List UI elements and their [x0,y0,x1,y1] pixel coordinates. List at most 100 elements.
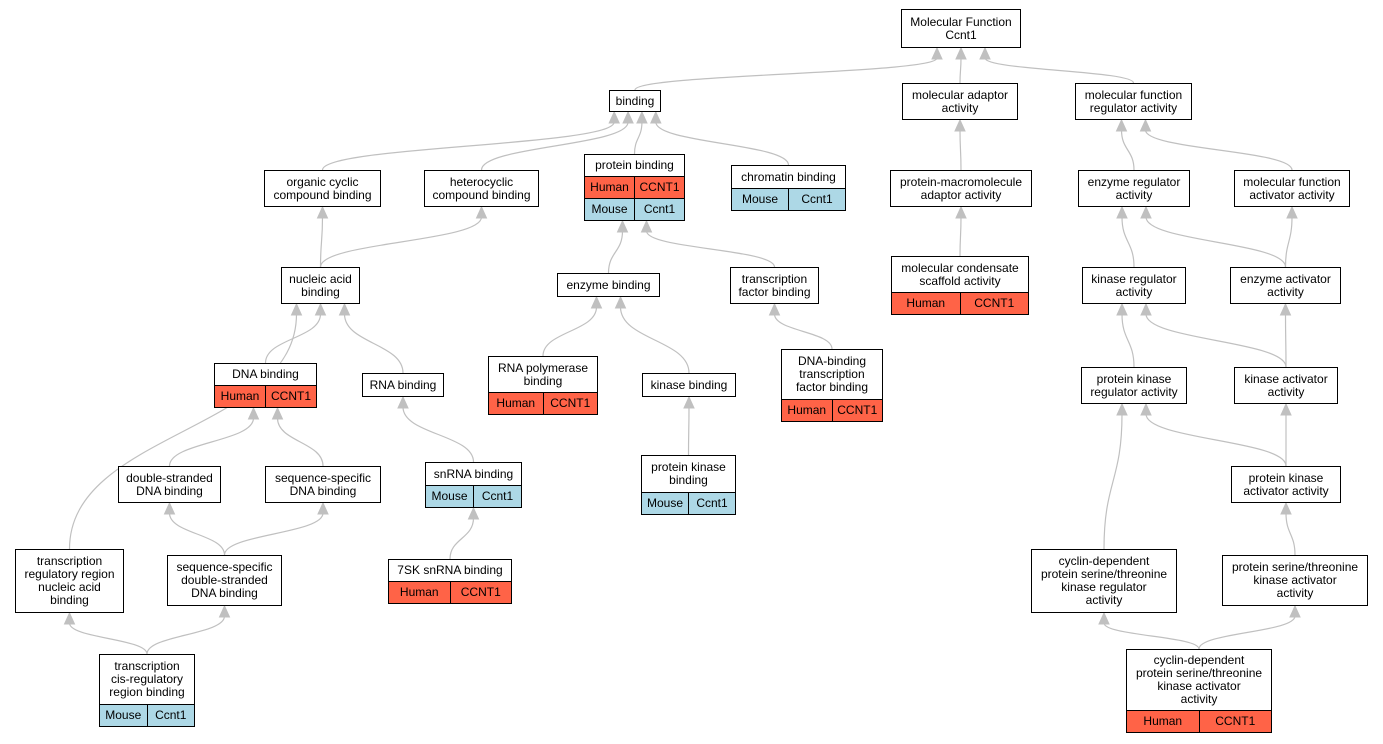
go-term-mf-reg[interactable]: molecular function regulator activity [1075,83,1192,120]
edge-arrowhead [614,295,627,309]
gene-cell: CCNT1 [550,396,591,410]
edge-arrowhead [397,395,409,409]
go-term-ss-dna[interactable]: sequence-specific DNA binding [265,466,381,503]
go-term-kinase-reg[interactable]: kinase regulator activity [1082,267,1186,304]
go-term-heterocyclic[interactable]: heterocyclic compound binding [424,170,539,207]
species-cell: Mouse [585,199,635,220]
edge-ss_dna-to-dna_binding [276,417,324,467]
edge-arrowhead [590,295,603,309]
edge-ds_dna-to-dna_binding [168,417,255,467]
go-term-label: 7SK snRNA binding [397,563,503,577]
go-term-label: Molecular Function Ccnt1 [910,14,1012,42]
edge-pk_binding-to-kinase_binding [687,406,690,456]
go-term-dbtf[interactable]: DNA-binding transcription factor binding… [781,349,883,422]
annotation-row-human: Human CCNT1 [489,392,597,414]
edge-arrowhead [475,205,488,219]
go-term-kinase-act[interactable]: kinase activator activity [1234,367,1338,404]
go-term-enzyme-binding[interactable]: enzyme binding [557,273,660,297]
go-term-ps-kin-act[interactable]: protein serine/threonine kinase activato… [1222,555,1368,606]
edge-arrowhead [636,110,648,124]
go-term-enz-act[interactable]: enzyme activator activity [1230,267,1341,304]
go-term-nucleic[interactable]: nucleic acid binding [281,267,360,304]
go-term-pk-reg[interactable]: protein kinase regulator activity [1081,367,1187,404]
gene-cell: Ccnt1 [643,202,676,216]
go-term-enz-reg[interactable]: enzyme regulator activity [1078,170,1190,207]
go-term-ssds-dna[interactable]: sequence-specific double-stranded DNA bi… [167,555,282,606]
go-term-label: protein kinase activator activity [1243,470,1329,498]
edge-arrowhead [338,302,351,316]
go-term-pk-act[interactable]: protein kinase activator activity [1231,466,1341,503]
edge-arrowhead [1116,302,1128,316]
go-term-tf-binding[interactable]: transcription factor binding [730,267,819,304]
go-term-label: molecular function regulator activity [1084,87,1183,115]
go-term-prot-macro[interactable]: protein-macromolecule adaptor activity [890,170,1032,207]
go-term-label: enzyme regulator activity [1087,174,1181,202]
go-term-mol-adaptor[interactable]: molecular adaptor activity [902,83,1018,120]
go-term-kinase-binding[interactable]: kinase binding [642,373,736,397]
go-term-binding[interactable]: binding [609,90,661,112]
go-term-cdk-reg[interactable]: cyclin-dependent protein serine/threonin… [1031,549,1177,613]
edge-arrowhead [1116,402,1128,416]
go-term-ds-dna[interactable]: double-stranded DNA binding [118,466,221,503]
go-term-label: enzyme activator activity [1240,271,1331,299]
edge-sk7-to-snrna [449,517,475,560]
go-term-label: binding [615,93,655,108]
edge-ssds_dna-to-ds_dna [168,512,226,556]
go-term-label: transcription factor binding [738,271,811,299]
edge-arrowhead [271,406,284,420]
edge-tcis-to-ssds_dna [146,615,226,655]
edge-enz_reg-to-mf_reg [1120,129,1135,171]
go-term-cdk-act[interactable]: cyclin-dependent protein serine/threonin… [1126,649,1272,733]
species-cell: Mouse [642,493,689,514]
go-term-label: cyclin-dependent protein serine/threonin… [1040,554,1168,607]
go-term-label: transcription cis-regulatory region bind… [109,659,185,699]
edge-arrowhead [931,46,943,60]
species-cell: Human [585,177,635,198]
go-term-label: chromatin binding [741,169,836,184]
go-term-label: enzyme binding [566,277,651,292]
edge-arrowhead [247,406,260,420]
edge-arrowhead [1280,402,1292,416]
edge-binding-to-mf [634,57,938,91]
edge-arrowhead [955,205,967,219]
gene-cell: CCNT1 [460,585,501,599]
edge-arrowhead [955,46,967,60]
edge-arrowhead [218,604,231,618]
gene-cell: CCNT1 [974,296,1015,310]
edge-kinase_act-to-enz_act [1284,313,1287,368]
go-term-tr-region[interactable]: transcription regulatory region nucleic … [15,549,124,613]
edge-kinase_act-to-kinase_reg [1145,313,1287,368]
species-cell: Mouse [426,486,474,507]
go-term-label: molecular condensate scaffold activity [901,260,1019,288]
go-term-mf-act[interactable]: molecular function activator activity [1234,170,1350,207]
go-term-rna-binding[interactable]: RNA binding [362,373,444,397]
go-term-label: protein serine/threonine kinase activato… [1231,560,1359,600]
edge-heterocyclic-to-binding [480,121,629,171]
go-term-tcis[interactable]: transcription cis-regulatory region bind… [99,654,195,727]
gene-cell: Ccnt1 [696,496,728,510]
go-term-label: protein binding [595,158,674,172]
go-term-mf[interactable]: Molecular Function Ccnt1 [901,9,1021,48]
species-cell: Human [892,293,961,314]
species-cell: Human [489,393,544,414]
go-term-org-cyclic[interactable]: organic cyclic compound binding [264,170,381,207]
go-term-label: kinase regulator activity [1091,271,1177,299]
edge-arrowhead [1140,402,1152,416]
go-term-label: kinase binding [650,377,728,392]
go-term-label: protein-macromolecule adaptor activity [899,174,1023,202]
edge-snrna-to-rna_binding [402,406,475,463]
edge-kinase_binding-to-enzyme_binding [619,306,690,374]
edge-tf_binding-to-protein_binding [645,230,776,268]
